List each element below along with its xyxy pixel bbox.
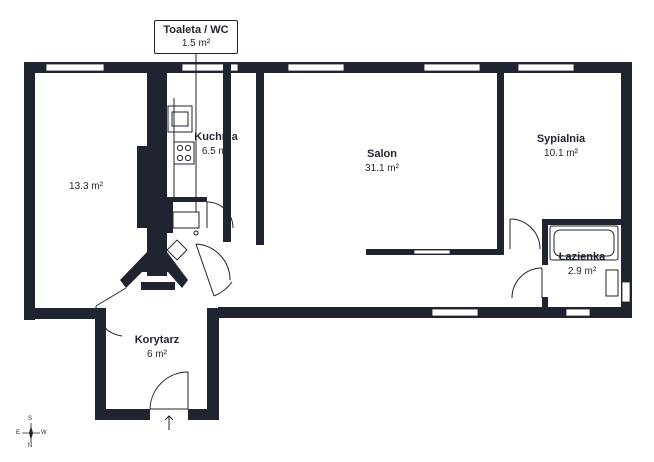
bathroom-area: 2.9 m² [568,266,597,277]
living-room-name: Salon [367,148,397,160]
room-labels: Salon 31.1 m² Sypialnia 10.1 m² Kuchnia … [69,131,606,360]
exterior-walls [24,62,632,420]
compass-icon: S N E W [16,416,47,450]
compass-south-label: S [28,416,33,422]
fixtures [166,98,619,297]
kitchen-area: 6.5 m² [202,146,231,157]
left-room-area: 13.3 m² [69,181,104,192]
bedroom-name: Sypialnia [537,133,586,145]
compass-rose-icon [22,423,40,443]
toilet-area: 1.5 m² [181,38,211,49]
compass-north-label: N [28,443,33,449]
compass-west-label: W [41,430,47,436]
hallway-area: 6 m² [147,349,168,360]
toilet-callout: Toaleta / WC 1.5 m² [154,20,238,54]
kitchen-name: Kuchnia [194,131,238,143]
living-room-area: 31.1 m² [365,163,400,174]
hallway-name: Korytarz [135,334,180,346]
interior-walls [120,62,632,311]
bedroom-area: 10.1 m² [544,148,579,159]
bathroom-name: Łazienka [559,251,606,263]
compass-east-label: E [16,430,21,436]
windows [45,63,631,317]
toilet-name: Toaleta / WC [163,24,229,36]
doors [95,201,543,430]
